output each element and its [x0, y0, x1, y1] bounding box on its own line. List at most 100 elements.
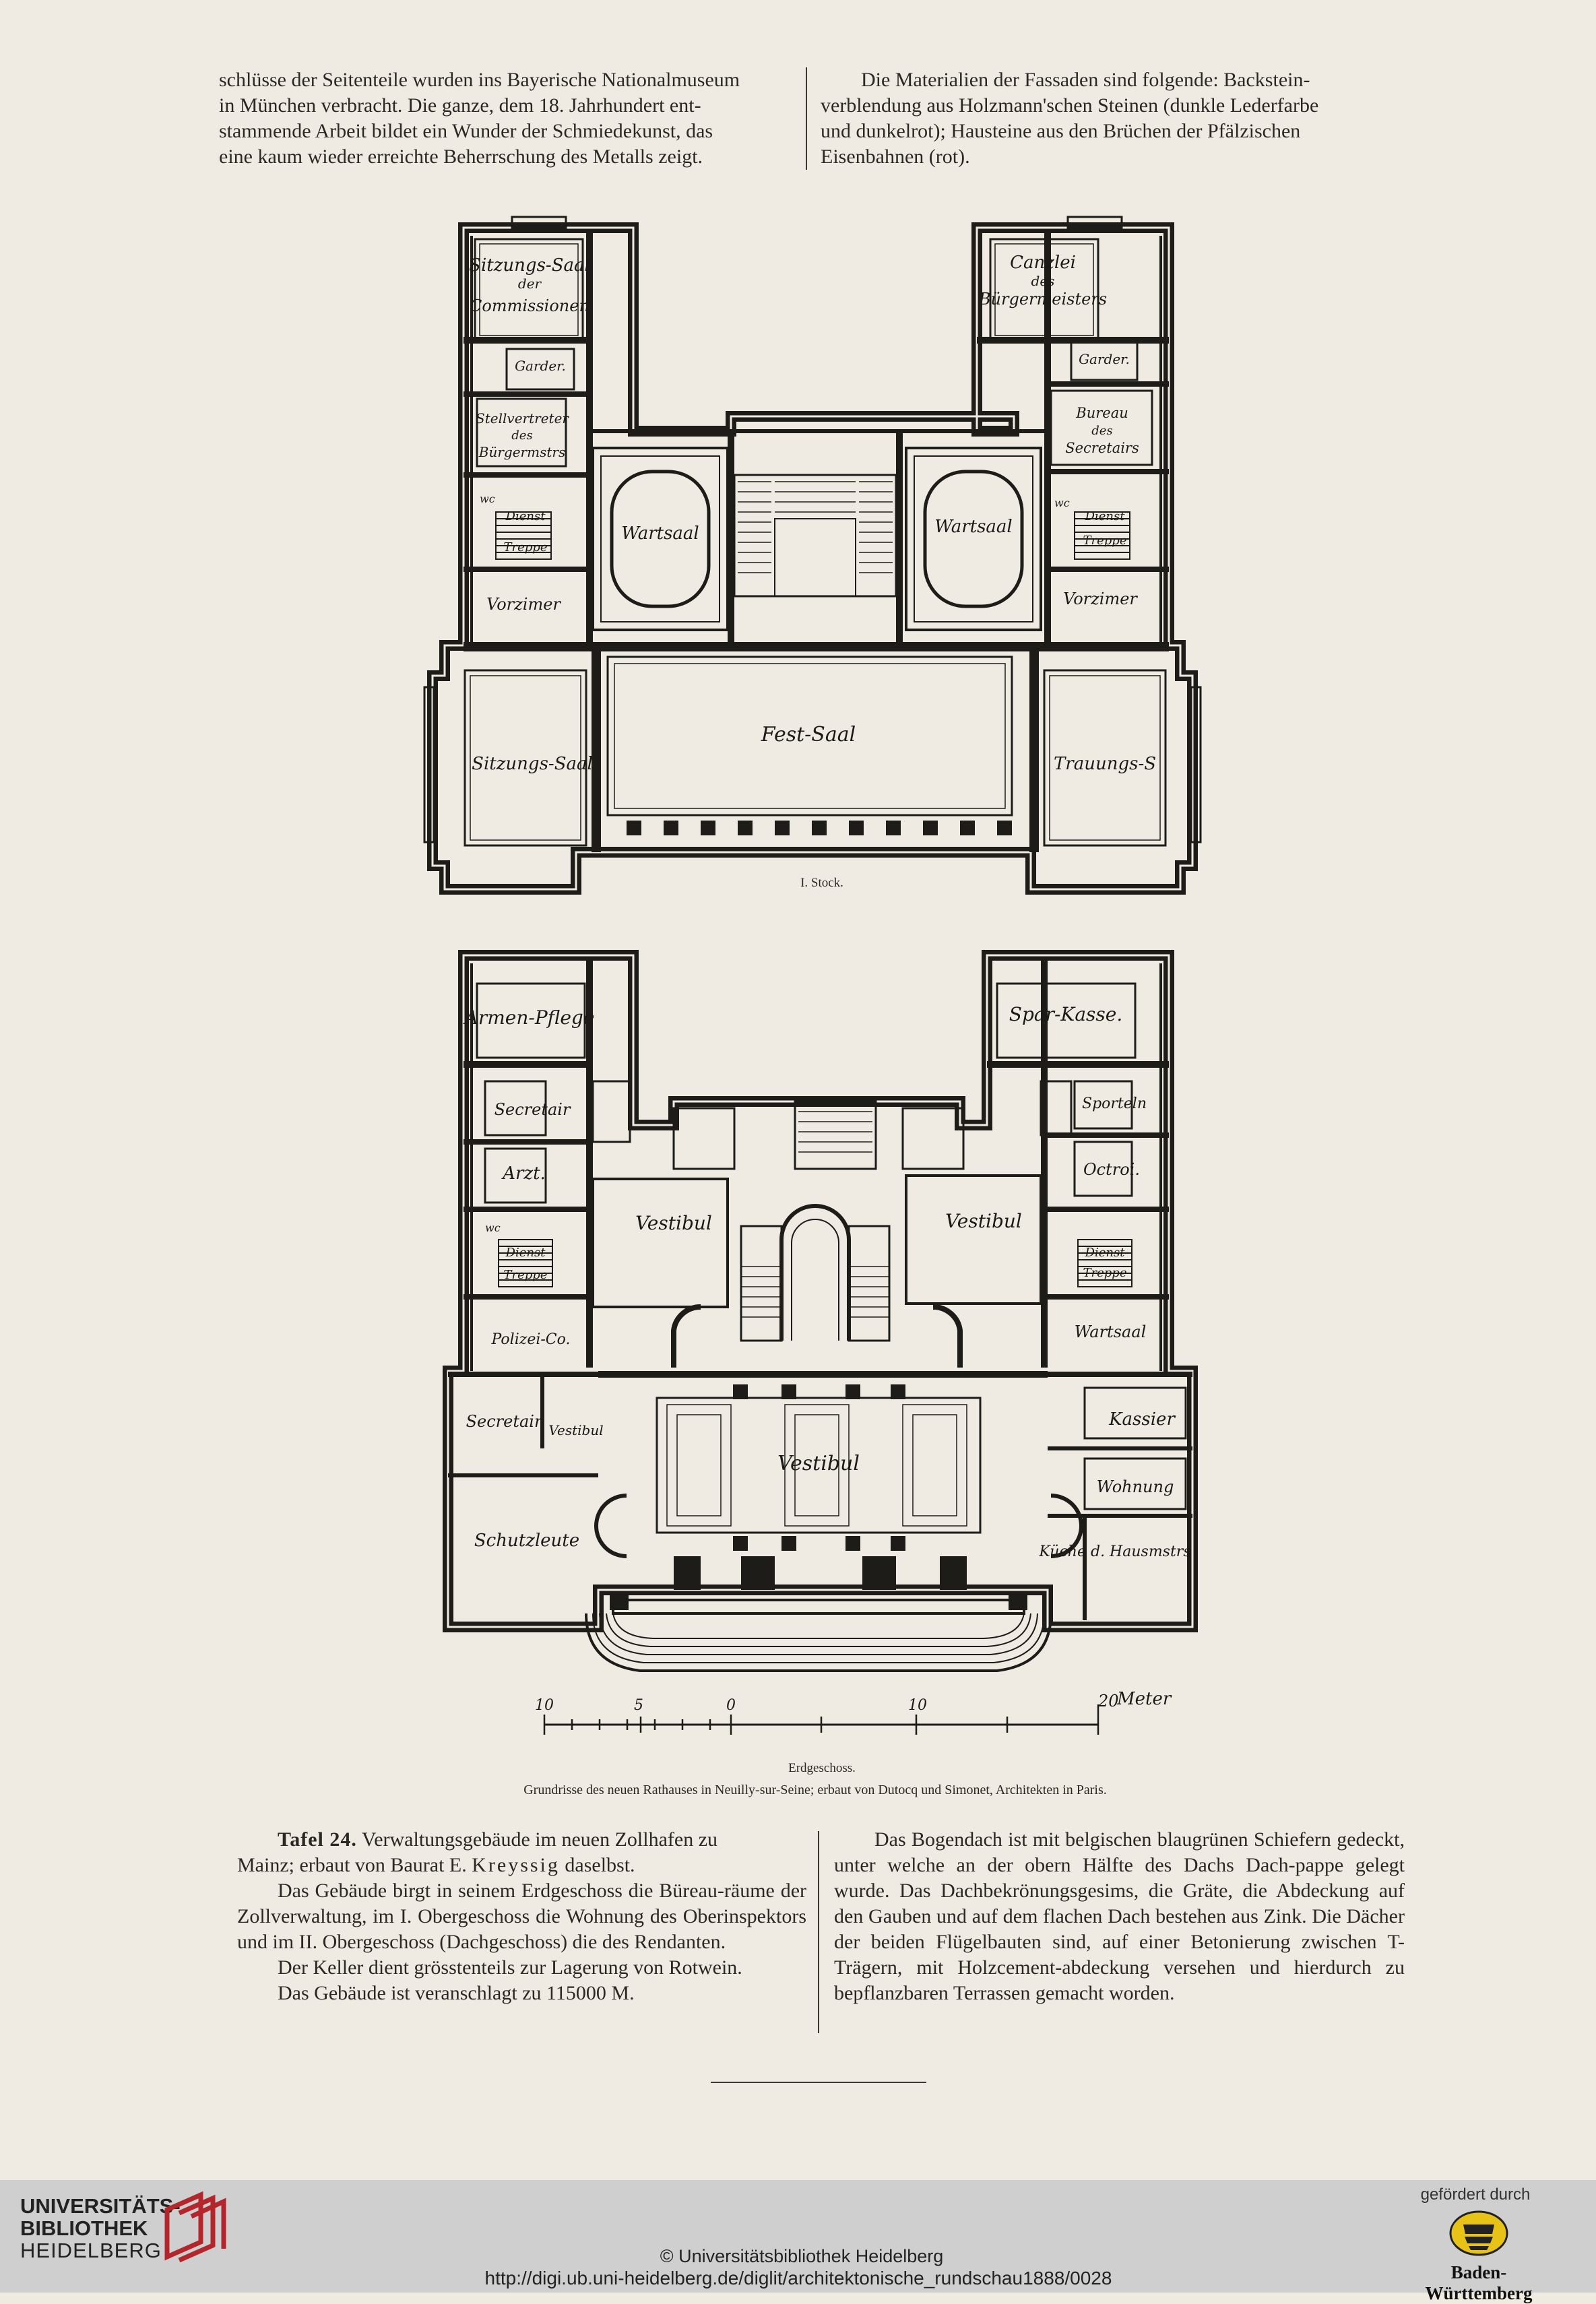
- column-rule: [806, 67, 807, 170]
- top-right-line: Die Materialien der Fassaden sind folgen…: [861, 69, 1310, 91]
- room-label: Kassier: [1108, 1409, 1176, 1430]
- room-label: Dienst: [505, 509, 546, 523]
- paragraph: Das Bogendach ist mit belgischen blaugrü…: [834, 1828, 1405, 2004]
- lower-plan-caption: Erdgeschoss.: [788, 1761, 856, 1775]
- scale-label: 10: [535, 1697, 554, 1714]
- room-label: Wartsaal: [934, 517, 1013, 537]
- room-label: Dienst: [505, 1246, 546, 1260]
- room-label: Garder.: [1079, 351, 1130, 367]
- tafel-title: Verwaltungsgebäude im neuen Zollhafen zu: [361, 1828, 718, 1851]
- room-label: Wohnung: [1097, 1477, 1174, 1496]
- room-label: Sitzungs-Saal: [469, 255, 590, 276]
- room-label: Garder.: [515, 358, 566, 374]
- room-label: Commissionen: [470, 296, 589, 315]
- end-rule: [711, 2082, 926, 2083]
- room-label: Bürgermstrs: [478, 444, 565, 460]
- scanned-page: schlüsse der Seitenteile wurden ins Baye…: [219, 67, 1405, 2083]
- room-label: Vorzimer: [1063, 589, 1138, 608]
- room-label: Polizei-Co.: [491, 1331, 571, 1348]
- upper-plan-caption: I. Stock.: [800, 876, 843, 890]
- room-label: Spar-Kasse.: [1009, 1003, 1122, 1025]
- architect-name: Kreyssig: [472, 1854, 560, 1876]
- room-label: Vestibul: [777, 1452, 860, 1475]
- room-label: Vorzimer: [486, 595, 561, 614]
- bottom-left-column: Tafel 24. Verwaltungsgebäude im neuen Zo…: [237, 1827, 806, 2006]
- room-label: Küche d. Hausmstrs: [1038, 1543, 1190, 1560]
- room-label: Treppe: [504, 540, 548, 554]
- top-left-line: stammende Arbeit bildet ein Wunder der S…: [219, 120, 713, 142]
- floor-plans-figure: Sitzungs-Saal der Commissionen Canzlei d…: [423, 216, 1202, 1735]
- room-label: Vestibul: [945, 1210, 1022, 1232]
- room-label: Canzlei: [1010, 253, 1076, 273]
- room-label: Vestibul: [635, 1212, 712, 1234]
- scale-bar: 10 5 0 10 20 Meter: [535, 1689, 1172, 1735]
- tafel-title-part: Mainz; erbaut von Baurat E.: [237, 1854, 467, 1876]
- room-label: Secretairs: [1065, 440, 1139, 456]
- top-right-column: Die Materialien der Fassaden sind folgen…: [821, 67, 1388, 170]
- logo-line: HEIDELBERG: [20, 2239, 162, 2262]
- column-rule: [818, 1831, 819, 2033]
- room-label: Fest-Saal: [761, 723, 856, 746]
- scale-label: 5: [634, 1697, 643, 1714]
- lower-floor-plan: [443, 950, 1198, 1672]
- top-right-line: verblendung aus Holzmann'schen Steinen (…: [821, 94, 1319, 117]
- room-label: Arzt.: [501, 1163, 546, 1184]
- room-label: wc: [485, 1221, 501, 1234]
- logo-line: BIBLIOTHEK: [20, 2216, 148, 2240]
- scale-unit: Meter: [1116, 1689, 1172, 1709]
- room-label: Trauungs-S: [1054, 754, 1156, 774]
- room-label: Armen-Pflege: [463, 1006, 595, 1029]
- room-label: Secretair: [494, 1100, 571, 1119]
- room-label: Secretair: [466, 1412, 543, 1431]
- tafel-heading-line: Tafel 24. Verwaltungsgebäude im neuen Zo…: [237, 1827, 806, 1853]
- room-label: Treppe: [1083, 534, 1127, 548]
- ub-book-icon: [164, 2191, 226, 2263]
- bottom-right-column: Das Bogendach ist mit belgischen blaugrü…: [834, 1827, 1405, 2006]
- room-label: Octroi.: [1083, 1160, 1140, 1179]
- paragraph: Der Keller dient grösstenteils zur Lager…: [278, 1956, 742, 1979]
- top-left-line: schlüsse der Seitenteile wurden ins Baye…: [219, 69, 740, 91]
- paragraph: Das Gebäude birgt in seinem Erdgeschoss …: [237, 1880, 806, 1953]
- tafel-number: Tafel 24.: [278, 1828, 357, 1851]
- top-left-line: in München verbracht. Die ganze, dem 18.…: [219, 94, 701, 117]
- room-label: des: [511, 428, 532, 443]
- figure-caption: Grundrisse des neuen Rathauses in Neuill…: [523, 1783, 1107, 1797]
- room-label: wc: [480, 492, 495, 505]
- copyright-text: © Universitätsbibliothek Heidelberg: [660, 2246, 944, 2266]
- top-right-line: Eisenbahnen (rot).: [821, 146, 970, 168]
- tafel-title-part: daselbst.: [565, 1854, 635, 1876]
- room-label: Treppe: [1083, 1266, 1127, 1280]
- library-footer: UNIVERSITÄTS- BIBLIOTHEK HEIDELBERG © Un…: [0, 2180, 1596, 2303]
- room-label: der: [518, 276, 542, 292]
- permalink-url[interactable]: http://digi.ub.uni-heidelberg.de/diglit/…: [484, 2268, 1112, 2289]
- room-label: Wartsaal: [1075, 1322, 1147, 1341]
- upper-floor-plan: [423, 216, 1202, 895]
- room-label: Wartsaal: [621, 523, 699, 544]
- room-label: Bürgermeisters: [978, 290, 1107, 309]
- room-label: Treppe: [504, 1268, 548, 1282]
- room-label: Sporteln: [1082, 1095, 1147, 1112]
- top-left-column: schlüsse der Seitenteile wurden ins Baye…: [219, 67, 792, 170]
- room-label: Sitzungs-Saal: [472, 754, 593, 774]
- baden-wuerttemberg-crest-icon: [1449, 2210, 1508, 2256]
- room-label: Dienst: [1085, 1246, 1126, 1260]
- scale-label: 10: [908, 1697, 927, 1714]
- funding-label: gefördert durch: [1420, 2185, 1531, 2204]
- room-label: des: [1031, 273, 1055, 289]
- scale-label: 0: [726, 1697, 736, 1714]
- room-label: Vestibul: [548, 1422, 603, 1438]
- room-label: Bureau: [1075, 405, 1128, 421]
- room-label: Schutzleute: [474, 1531, 579, 1551]
- top-left-line: eine kaum wieder erreichte Beherrschung …: [219, 146, 703, 168]
- room-label: wc: [1054, 497, 1070, 509]
- scale-label: 20: [1097, 1692, 1119, 1710]
- state-name: Baden-Württemberg: [1425, 2262, 1533, 2303]
- paragraph: Das Gebäude ist veranschlagt zu 115000 M…: [278, 1982, 635, 2004]
- tafel-title-line2: Mainz; erbaut von Baurat E. Kreyssig das…: [237, 1853, 806, 1878]
- room-label: des: [1091, 424, 1112, 438]
- room-label: Stellvertreter: [476, 410, 569, 426]
- logo-line: UNIVERSITÄTS-: [20, 2194, 181, 2218]
- top-right-line: und dunkelrot); Hausteine aus den Brüche…: [821, 120, 1301, 142]
- ub-logo-text: UNIVERSITÄTS- BIBLIOTHEK HEIDELBERG: [20, 2195, 181, 2262]
- room-label: Dienst: [1085, 509, 1126, 523]
